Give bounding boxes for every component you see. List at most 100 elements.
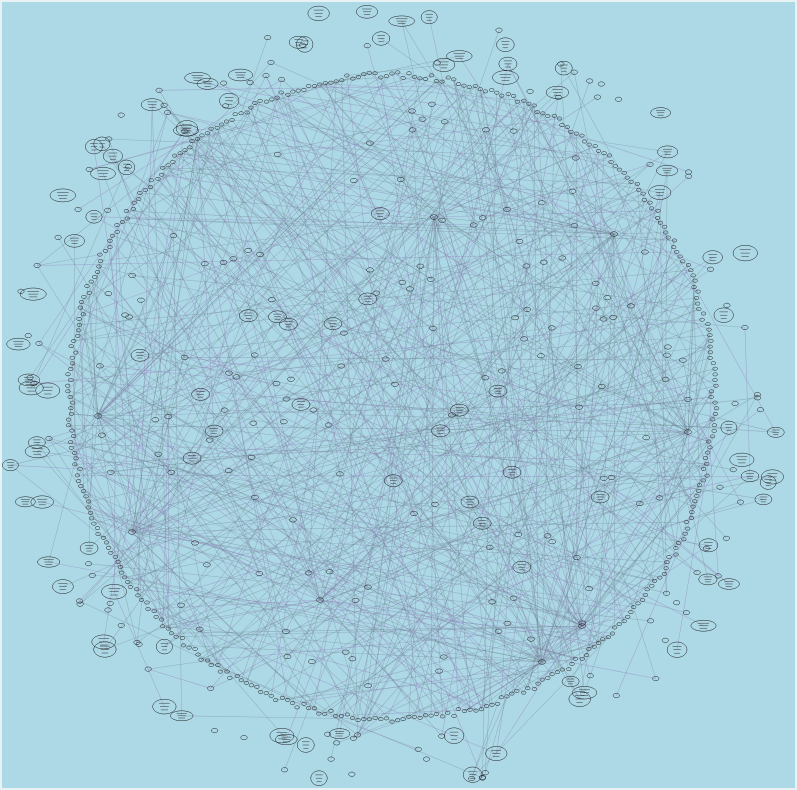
graph-node [88,572,96,578]
graph-node [688,268,694,273]
graph-edge [97,346,711,417]
graph-edge [644,208,652,253]
graph-node [698,538,719,553]
graph-node [713,383,719,388]
graph-node [767,426,785,438]
graph-node [664,560,670,565]
graph-edge [464,661,543,712]
graph-node [665,235,671,240]
graph-node [706,327,712,332]
graph-edge [145,84,320,191]
graph-edge [115,556,138,643]
graph-node [661,637,669,643]
graph-node [581,139,588,144]
graph-node [590,490,610,504]
graph-edge [286,365,342,400]
graph-edge [200,599,321,660]
graph-node [30,381,38,387]
graph-node [114,230,120,234]
graph-edge [581,475,708,627]
graph-edge [163,105,655,581]
graph-edge [79,101,518,605]
graph-edge [164,176,689,647]
graph-node [294,705,300,710]
graph-node [73,456,79,461]
graph-edge [458,233,615,710]
graph-edge [75,458,260,574]
graph-node [478,707,485,712]
graph-node [15,496,36,508]
graph-edge [127,346,711,583]
graph-node [698,573,718,586]
graph-node [641,249,649,255]
graph-node [526,88,534,94]
graph-edge [433,216,655,581]
graph-node [657,575,663,580]
graph-edge [687,346,711,433]
graph-edge [391,73,590,589]
graph-node [564,125,570,129]
graph-node [467,707,473,712]
graph-node [595,149,602,153]
graph-edge [97,415,528,689]
graph-edge [110,431,689,554]
graph-edge [507,63,741,503]
graph-node [74,473,80,478]
graph-node [666,555,672,559]
graph-node [647,200,653,205]
graph-edge [131,521,687,533]
graph-edge [186,128,695,502]
graph-node [520,336,528,342]
graph-edge [237,523,483,677]
graph-node [18,380,44,396]
graph-node [535,681,541,686]
graph-node [85,505,91,510]
graph-node [610,231,618,237]
graph-node [592,305,600,311]
graph-node [165,626,171,631]
graph-edge [113,225,118,592]
graph-edge [83,314,707,549]
graph-edge [70,75,432,443]
graph-node [119,220,126,224]
graph-node [95,270,101,274]
graph-node [695,301,701,306]
graph-node [673,600,681,606]
graph-node [696,488,702,493]
graph-edge [254,102,580,700]
graph-edge [581,616,628,627]
graph-edge [475,661,543,711]
graph-node [26,375,34,380]
graph-edge [164,269,711,647]
graph-node [554,670,560,675]
graph-node [644,587,650,592]
graph-node [76,322,82,327]
graph-node [685,169,692,175]
graph-node [160,165,166,170]
graph-node [509,128,518,134]
graph-node [130,349,150,362]
graph-node [107,238,113,243]
graph-node [649,583,655,588]
graph-edge [319,105,535,601]
graph-node [657,145,678,159]
graph-node [250,352,259,358]
graph-edge [367,104,433,686]
graph-edge [140,300,219,666]
graph-node [600,637,606,642]
graph-edge [131,105,535,533]
graph-node [65,423,72,428]
graph-node [534,110,540,115]
graph-edge [559,118,695,288]
graph-node [700,311,707,316]
graph-node [537,353,545,359]
graph-edge [98,266,448,713]
graph-node [301,701,307,706]
graph-node [634,181,640,186]
graph-node [621,619,627,624]
graph-edge [523,100,583,627]
graph-edge [36,265,320,714]
graph-edge [433,216,471,710]
graph-node [713,406,720,411]
graph-node [69,428,75,433]
